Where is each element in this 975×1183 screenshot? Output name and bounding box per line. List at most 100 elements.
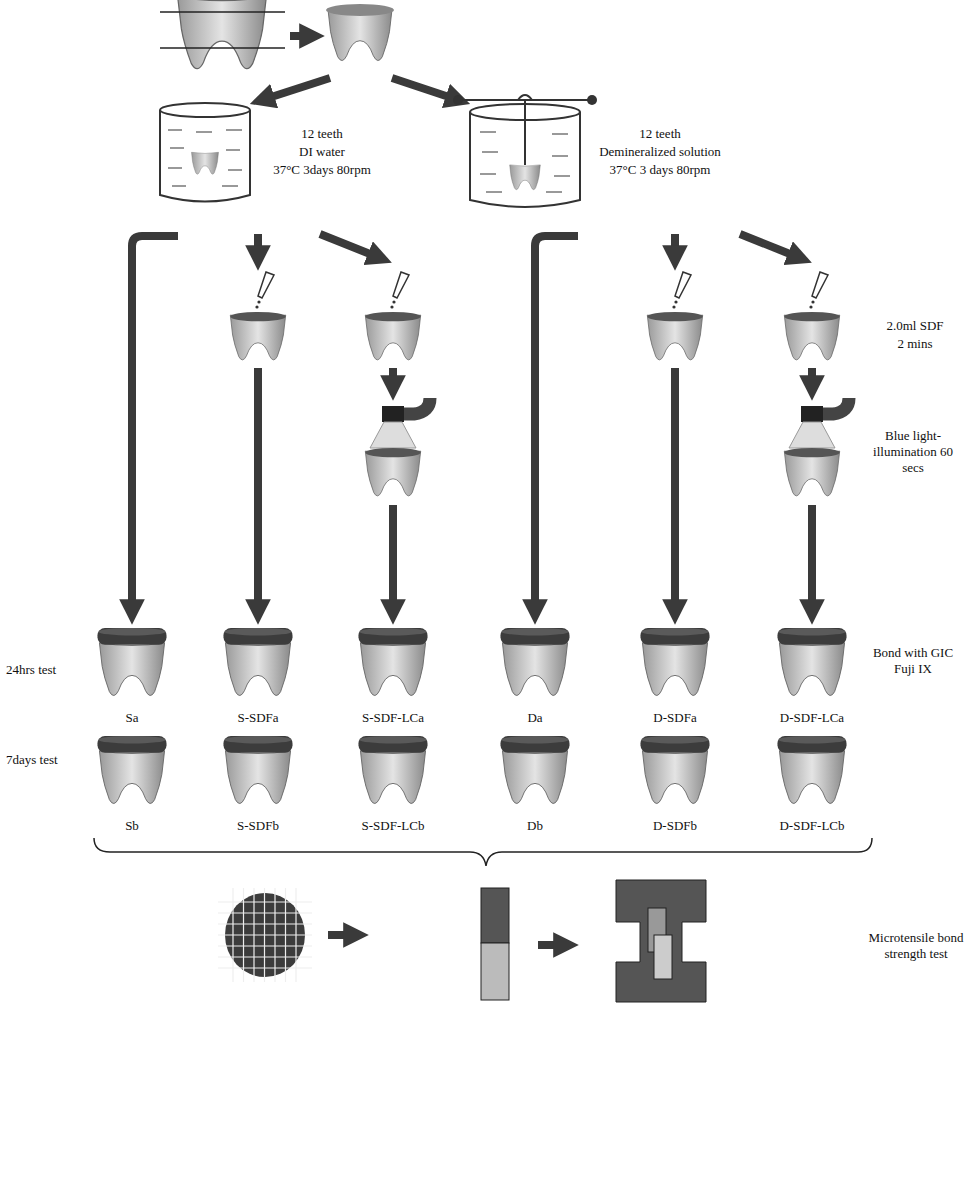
- illustration-part: [554, 175, 570, 177]
- illustration-part: [538, 941, 566, 949]
- text-label: D-SDFa: [630, 710, 720, 726]
- illustration-part: [365, 448, 420, 496]
- text-label: Demineralized solution: [590, 144, 730, 160]
- illustration-part: [170, 147, 184, 149]
- illustration-part: [784, 448, 839, 496]
- illustration-part: [358, 736, 427, 804]
- illustration-part: [480, 132, 570, 192]
- illustration-part: [328, 9, 392, 61]
- text-label: Microtensile bond strength test: [868, 930, 964, 962]
- illustration-part: [392, 78, 458, 100]
- illustration-part: [654, 935, 672, 979]
- illustration-part: [97, 628, 166, 696]
- text-label: Db: [495, 818, 575, 834]
- illustration-part: [196, 131, 212, 133]
- illustration-part: [218, 956, 312, 957]
- illustration-part: [328, 931, 356, 939]
- illustration-part: [587, 95, 597, 105]
- illustration-part: [640, 628, 709, 696]
- text-label: Bond with GIC Fuji IX: [868, 645, 958, 677]
- illustration-part: [370, 398, 430, 448]
- illustration-part: [640, 736, 709, 804]
- text-label: 24hrs test: [6, 662, 86, 678]
- illustration-part: [481, 888, 509, 943]
- illustration-part: [482, 151, 498, 153]
- illustration-part: [160, 110, 250, 202]
- illustration-part: [480, 131, 496, 133]
- illustration-part: [230, 312, 285, 360]
- text-label: D-SDFb: [630, 818, 720, 834]
- illustration-part: [97, 736, 166, 804]
- illustration-part: [671, 234, 679, 258]
- illustration-part: [320, 234, 380, 258]
- illustration-part: [486, 191, 502, 193]
- text-label: S-SDFb: [218, 818, 298, 834]
- illustration-part: [192, 152, 219, 174]
- illustration-part: [168, 129, 182, 131]
- illustration-part: [228, 169, 242, 171]
- illustration-part: [789, 398, 849, 448]
- illustration-part: [218, 934, 312, 935]
- illustration-part: [671, 368, 679, 612]
- illustration-part: [254, 234, 262, 258]
- illustration-part: [160, 11, 285, 13]
- text-label: 12 teeth: [262, 126, 382, 142]
- illustration-part: [777, 628, 846, 696]
- illustration-part: [453, 95, 463, 105]
- illustration-part: [510, 165, 541, 190]
- illustration-part: [255, 272, 274, 309]
- illustration-part: [218, 967, 312, 968]
- illustration-part: [218, 888, 312, 982]
- text-label: S-SDF-LCa: [348, 710, 438, 726]
- illustration-part: [389, 368, 397, 388]
- illustration-part: [740, 234, 800, 258]
- text-label: Sa: [92, 710, 172, 726]
- illustration-part: [290, 32, 312, 40]
- illustration-part: [480, 173, 496, 175]
- text-label: S-SDF-LCb: [348, 818, 438, 834]
- illustration-part: [809, 272, 828, 309]
- illustration-part: [168, 130, 242, 186]
- illustration-part: [160, 103, 250, 117]
- text-label: 37°C 3 days 80rpm: [590, 162, 730, 178]
- text-label: D-SDF-LCb: [764, 818, 860, 834]
- illustration-part: [389, 505, 397, 612]
- illustration-part: [481, 943, 509, 1000]
- illustration-part: [226, 129, 242, 131]
- text-label: DI water: [262, 144, 382, 160]
- illustration-part: [254, 368, 262, 612]
- illustration-part: [535, 236, 578, 612]
- illustration-part: [222, 185, 238, 187]
- text-label: S-SDFa: [218, 710, 298, 726]
- text-label: 2.0ml SDF: [860, 318, 970, 334]
- text-label: 2 mins: [860, 336, 970, 352]
- text-label: 7days test: [6, 752, 86, 768]
- text-label: 12 teeth: [590, 126, 730, 142]
- illustration-part: [777, 736, 846, 804]
- illustration-part: [524, 100, 526, 165]
- illustration-part: [178, 0, 267, 69]
- illustration-part: [616, 880, 706, 1002]
- illustration-part: [390, 272, 409, 309]
- illustration-part: [94, 838, 872, 866]
- text-label: Da: [495, 710, 575, 726]
- illustration-part: [500, 628, 569, 696]
- illustration-part: [808, 368, 816, 388]
- text-label: D-SDF-LCa: [764, 710, 860, 726]
- illustration-part: [784, 312, 839, 360]
- text-label: Blue light-illumination 60 secs: [868, 428, 958, 476]
- illustration-part: [500, 736, 569, 804]
- illustration-part: [647, 312, 702, 360]
- illustration-part: [132, 236, 178, 612]
- illustration-part: [226, 149, 240, 151]
- illustration-part: [223, 628, 292, 696]
- illustration-part: [326, 4, 394, 16]
- illustration-part: [172, 185, 186, 187]
- illustration-part: [358, 628, 427, 696]
- illustration-part: [518, 95, 532, 100]
- illustration-part: [168, 167, 182, 169]
- illustration-part: [160, 47, 285, 49]
- illustration-part: [218, 945, 312, 946]
